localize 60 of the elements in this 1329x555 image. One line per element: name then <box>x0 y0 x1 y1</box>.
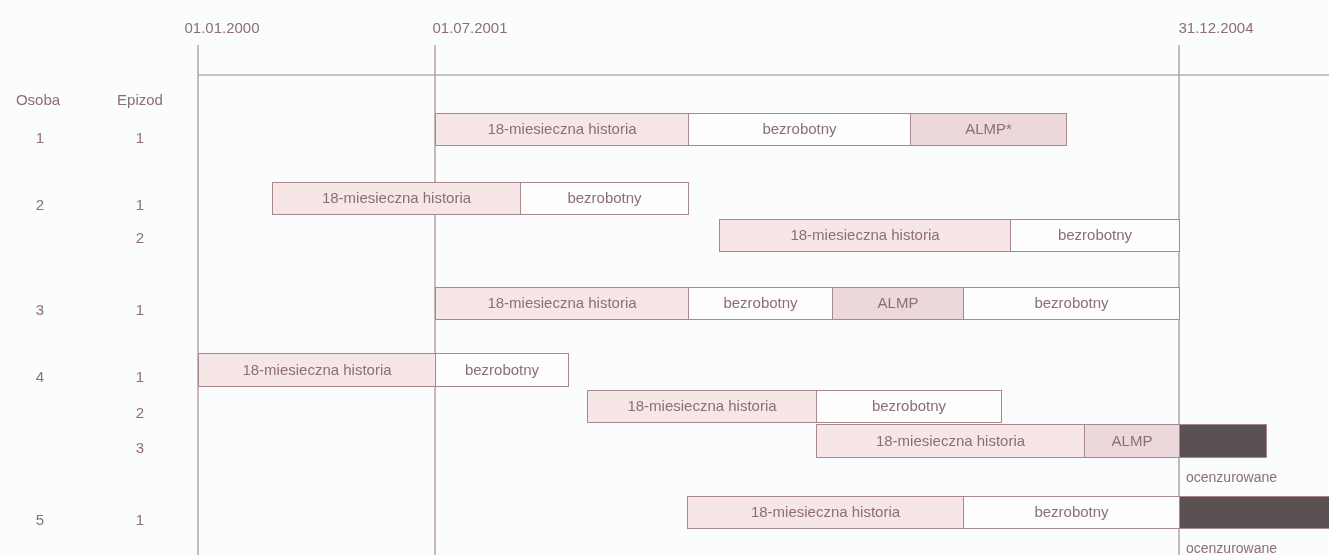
history-segment <box>435 113 689 146</box>
row-number: 3 <box>35 302 45 317</box>
segment-label: bezrobotny <box>871 396 947 417</box>
segment-label: 18-miesieczna historia <box>321 188 472 209</box>
row-number: 5 <box>35 512 45 527</box>
unemployment-segment <box>1010 219 1180 252</box>
unemployment-segment <box>688 113 911 146</box>
row-number: 1 <box>135 512 145 527</box>
segment-label: ALMP* <box>965 119 1012 140</box>
history-segment <box>687 496 964 529</box>
column-header: Osoba <box>15 92 61 107</box>
segment-label: 18-miesieczna historia <box>790 225 940 246</box>
history-segment <box>272 182 521 215</box>
segment-label: bezrobotny <box>567 188 642 209</box>
segment-label: bezrobotny <box>1034 293 1109 314</box>
almp-segment <box>832 287 964 320</box>
segment-label: 18-miesieczna historia <box>487 293 637 314</box>
history-segment <box>435 287 689 320</box>
segment-label: bezrobotny <box>762 119 837 140</box>
segment-label: bezrobotny <box>1057 225 1133 246</box>
segment-label: ALMP <box>1111 430 1153 451</box>
unemployment-segment <box>963 287 1180 320</box>
unemployment-segment <box>963 496 1180 529</box>
row-number: 1 <box>35 130 45 145</box>
censored-bar <box>1179 424 1267 458</box>
segment-label: 18-miesieczna historia <box>875 430 1026 451</box>
row-number: 1 <box>135 302 145 317</box>
segment-label: 18-miesieczna historia <box>242 359 392 380</box>
history-segment <box>198 353 436 387</box>
row-number: 1 <box>135 130 145 145</box>
censored-label: ocenzurowane <box>1186 541 1278 555</box>
segment-label: bezrobotny <box>1034 502 1109 523</box>
unemployment-segment <box>520 182 689 215</box>
row-number: 2 <box>35 197 45 212</box>
segment-label: bezrobotny <box>723 293 798 314</box>
date-label: 31.12.2004 <box>1178 20 1254 35</box>
column-header: Epizod <box>117 92 163 107</box>
segment-label: ALMP <box>877 293 919 314</box>
history-segment <box>816 424 1085 458</box>
date-label: 01.01.2000 <box>184 20 260 35</box>
row-number: 1 <box>135 197 145 212</box>
history-segment <box>719 219 1011 252</box>
row-number: 3 <box>135 440 145 455</box>
segment-label: 18-miesieczna historia <box>487 119 637 140</box>
censored-bar <box>1179 496 1329 529</box>
almp-segment <box>1084 424 1180 458</box>
segment-label: 18-miesieczna historia <box>750 502 901 523</box>
segment-label: 18-miesieczna historia <box>627 396 777 417</box>
unemployment-segment <box>688 287 833 320</box>
segment-label: bezrobotny <box>464 359 540 380</box>
row-number: 2 <box>135 230 145 245</box>
censored-label: ocenzurowane <box>1186 470 1278 484</box>
unemployment-segment <box>435 353 569 387</box>
date-label: 01.07.2001 <box>432 20 508 35</box>
unemployment-segment <box>816 390 1002 423</box>
history-segment <box>587 390 817 423</box>
row-number: 4 <box>35 369 45 384</box>
row-number: 1 <box>135 369 145 384</box>
row-number: 2 <box>135 405 145 420</box>
almp-segment <box>910 113 1067 146</box>
